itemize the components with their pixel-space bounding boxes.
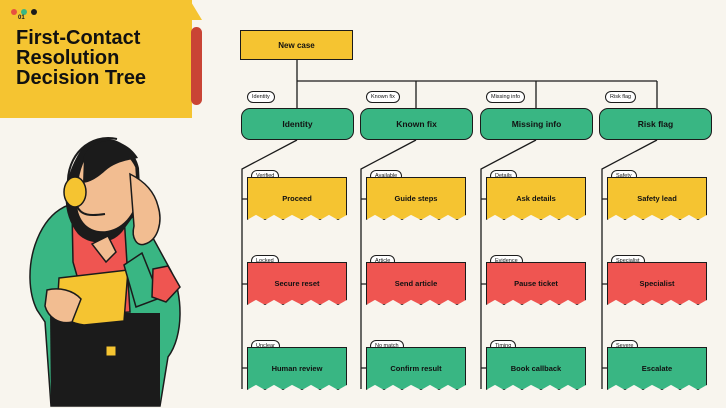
branch-tag-0: Identity — [247, 91, 275, 103]
accent-bar — [191, 27, 202, 105]
branch-tag-2: Missing info — [486, 91, 526, 103]
slide-number: 01 — [18, 15, 25, 21]
leaf-node-3-0[interactable]: Safety lead — [607, 177, 707, 220]
branch-tag-1: Known fix — [366, 91, 400, 103]
woman-with-headset-icon — [29, 137, 181, 407]
leaf-node-0-1[interactable]: Secure reset — [247, 262, 347, 305]
title-panel — [0, 0, 192, 118]
window-dots — [11, 9, 37, 15]
category-node-2[interactable]: Missing info — [480, 108, 593, 140]
leaf-node-3-2[interactable]: Escalate — [607, 347, 707, 390]
root-node[interactable]: New case — [240, 30, 353, 60]
leaf-node-2-0[interactable]: Ask details — [486, 177, 586, 220]
leaf-node-1-0[interactable]: Guide steps — [366, 177, 466, 220]
category-node-1[interactable]: Known fix — [360, 108, 473, 140]
branch-tag-3: Risk flag — [605, 91, 637, 103]
leaf-node-2-1[interactable]: Pause ticket — [486, 262, 586, 305]
category-node-0[interactable]: Identity — [241, 108, 354, 140]
black-dot-icon — [31, 9, 37, 15]
leaf-node-0-0[interactable]: Proceed — [247, 177, 347, 220]
leaf-node-3-1[interactable]: Specialist — [607, 262, 707, 305]
green-dot-icon — [21, 9, 27, 15]
red-dot-icon — [11, 9, 17, 15]
category-node-3[interactable]: Risk flag — [599, 108, 712, 140]
leaf-node-0-2[interactable]: Human review — [247, 347, 347, 390]
leaf-node-1-2[interactable]: Confirm result — [366, 347, 466, 390]
leaf-node-2-2[interactable]: Book callback — [486, 347, 586, 390]
page-title: First-Contact Resolution Decision Tree — [16, 27, 147, 89]
leaf-node-1-1[interactable]: Send article — [366, 262, 466, 305]
